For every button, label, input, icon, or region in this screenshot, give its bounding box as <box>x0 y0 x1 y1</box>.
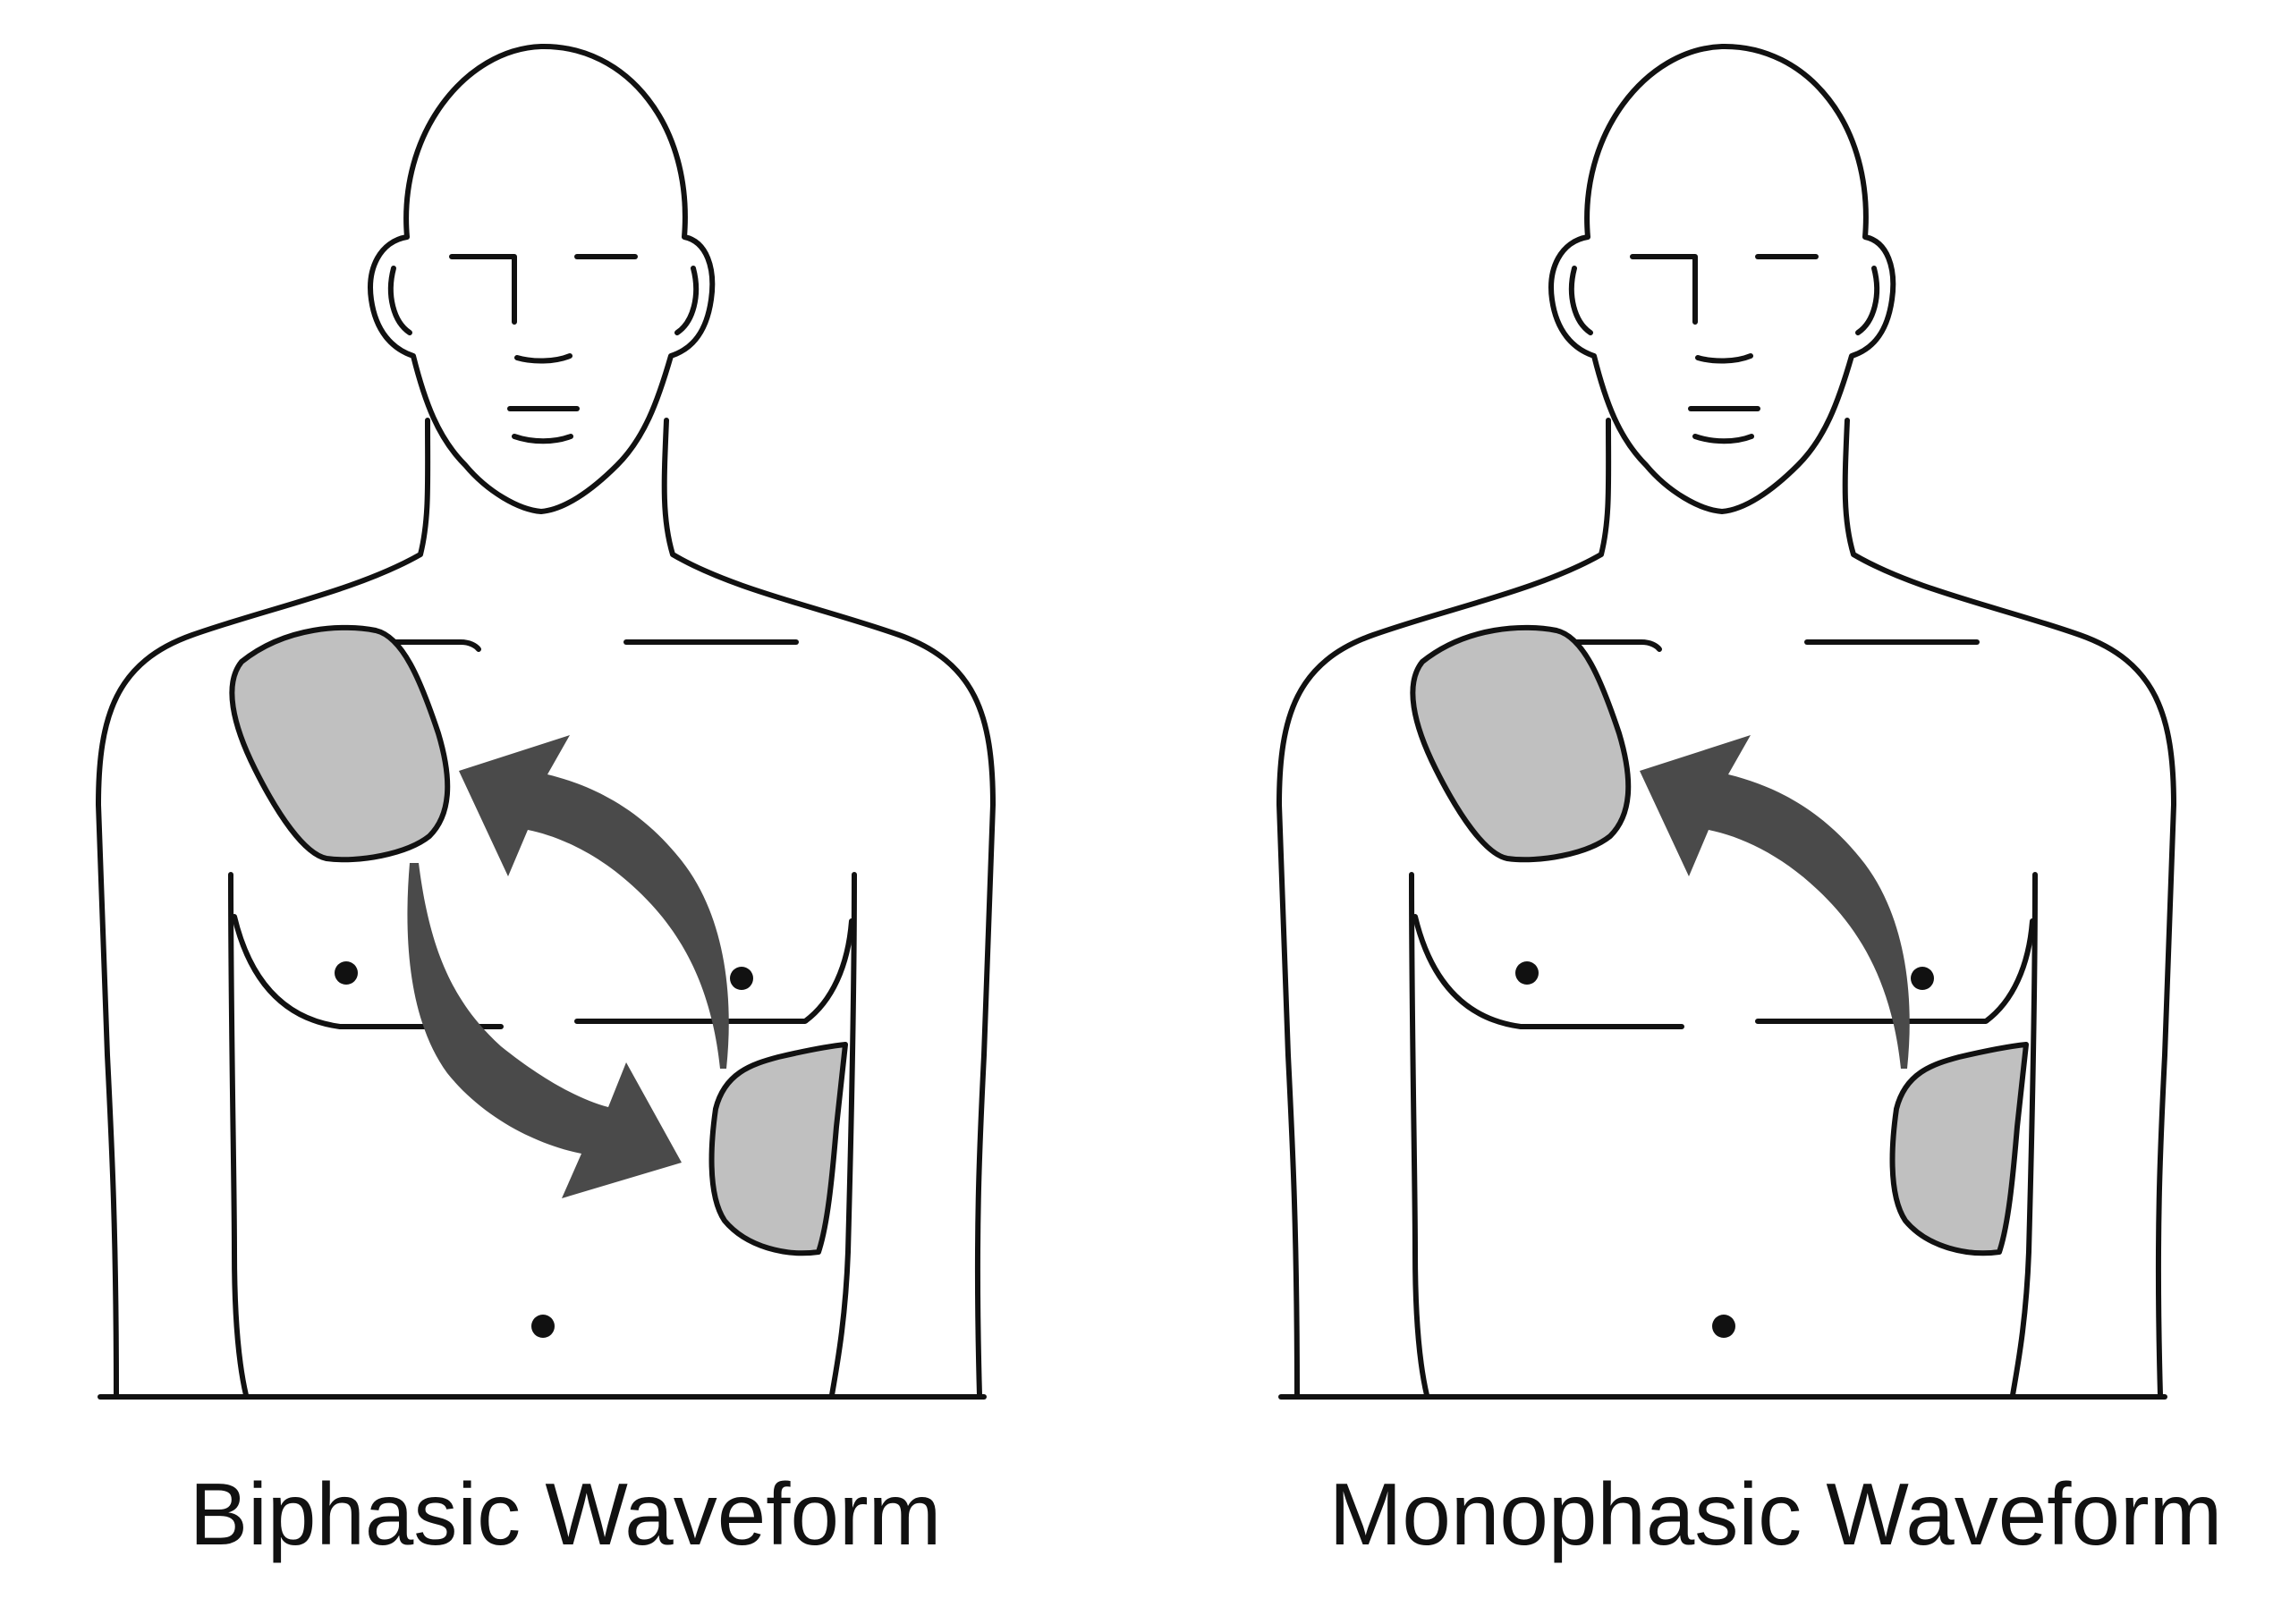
current-arrow-up <box>1640 735 1910 1069</box>
biphasic-caption: Biphasic Waveform <box>190 1465 942 1563</box>
biphasic-figure: Biphasic Waveform <box>96 43 996 1563</box>
body-outline <box>1276 43 2176 1400</box>
upper-electrode-pad <box>1410 624 1632 863</box>
face <box>449 254 638 444</box>
current-arrow-up <box>459 735 729 1069</box>
lower-electrode-pad <box>1889 1042 2029 1256</box>
upper-electrode-pad <box>229 624 451 863</box>
nipple-right <box>1515 961 1539 985</box>
body-outline <box>96 43 996 1400</box>
nipple-left <box>730 967 753 990</box>
navel <box>531 1315 555 1338</box>
face <box>1630 254 1819 444</box>
nipple-left <box>1911 967 1934 990</box>
lower-electrode-pad <box>708 1042 848 1256</box>
current-arrow-down <box>407 863 682 1198</box>
navel <box>1712 1315 1735 1338</box>
monophasic-caption: Monophasic Waveform <box>1329 1465 2223 1563</box>
nipple-right <box>335 961 358 985</box>
monophasic-figure: Monophasic Waveform <box>1276 43 2223 1563</box>
